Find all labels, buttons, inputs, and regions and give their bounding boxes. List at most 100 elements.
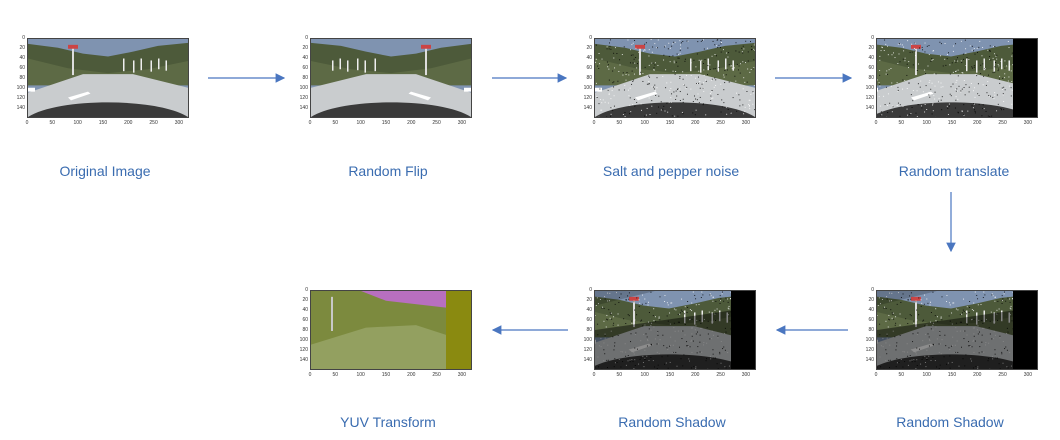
y-tick-label: 20 — [586, 297, 592, 303]
x-tick-label: 300 — [457, 120, 467, 126]
x-tick-label: 300 — [457, 372, 467, 378]
x-axis-ticks: 0 50 100 150 200 250 300 — [308, 372, 472, 378]
y-tick-label: 120 — [865, 347, 874, 353]
y-tick-label: 60 — [302, 65, 308, 71]
x-tick-label: 250 — [432, 372, 441, 378]
y-tick-label: 100 — [865, 337, 874, 343]
x-tick-label: 0 — [592, 372, 596, 378]
y-tick-label: 60 — [19, 65, 25, 71]
y-tick-label: 60 — [868, 65, 874, 71]
y-tick-label: 140 — [583, 357, 592, 363]
y-tick-label: 120 — [583, 347, 592, 353]
x-tick-label: 50 — [898, 120, 905, 126]
y-tick-label: 140 — [16, 105, 25, 111]
step-caption: Salt and pepper noise — [602, 163, 740, 179]
y-tick-label: 0 — [22, 35, 25, 41]
x-tick-label: 300 — [174, 120, 184, 126]
step-caption: Random Flip — [348, 163, 428, 179]
x-tick-label: 150 — [381, 120, 391, 126]
x-tick-label: 300 — [741, 120, 751, 126]
y-tick-label: 140 — [299, 105, 308, 111]
x-tick-label: 50 — [332, 372, 339, 378]
y-tick-label: 120 — [865, 95, 874, 101]
y-tick-label: 0 — [871, 35, 874, 41]
step-image-flip — [310, 38, 472, 118]
y-tick-label: 80 — [19, 75, 25, 81]
y-tick-label: 120 — [16, 95, 25, 101]
x-tick-label: 50 — [616, 372, 623, 378]
x-tick-label: 0 — [308, 372, 312, 378]
y-tick-label: 80 — [586, 327, 592, 333]
y-tick-label: 40 — [586, 307, 592, 313]
y-tick-label: 20 — [586, 45, 592, 51]
y-tick-label: 140 — [865, 357, 874, 363]
x-tick-label: 250 — [432, 120, 441, 126]
x-tick-label: 0 — [592, 120, 596, 126]
y-tick-label: 60 — [586, 317, 592, 323]
x-tick-label: 200 — [973, 372, 982, 378]
x-tick-label: 50 — [49, 120, 56, 126]
y-tick-label: 20 — [302, 45, 308, 51]
step-image-noise — [594, 38, 756, 118]
x-tick-label: 100 — [356, 372, 365, 378]
y-tick-label: 80 — [868, 75, 874, 81]
y-tick-label: 40 — [586, 55, 592, 61]
y-tick-label: 100 — [299, 85, 308, 91]
y-tick-label: 0 — [305, 35, 308, 41]
y-tick-label: 100 — [583, 337, 592, 343]
x-tick-label: 100 — [640, 372, 649, 378]
step-caption: Random Shadow — [618, 414, 726, 430]
x-tick-label: 50 — [332, 120, 339, 126]
x-tick-label: 150 — [947, 120, 957, 126]
x-tick-label: 200 — [407, 372, 416, 378]
y-tick-label: 20 — [868, 45, 874, 51]
step-image-original — [27, 38, 189, 118]
x-tick-label: 300 — [1023, 372, 1033, 378]
y-tick-label: 80 — [586, 75, 592, 81]
y-tick-label: 0 — [871, 287, 874, 293]
step-caption: Random translate — [898, 163, 1010, 179]
y-tick-label: 60 — [302, 317, 308, 323]
x-tick-label: 200 — [691, 120, 700, 126]
y-tick-label: 60 — [586, 65, 592, 71]
y-tick-label: 120 — [583, 95, 592, 101]
y-tick-label: 40 — [868, 307, 874, 313]
step-caption: YUV Transform — [340, 414, 436, 430]
x-tick-label: 200 — [124, 120, 133, 126]
y-tick-label: 20 — [302, 297, 308, 303]
x-tick-label: 300 — [1023, 120, 1033, 126]
y-tick-label: 40 — [302, 55, 308, 61]
step-caption: Random Shadow — [896, 414, 1004, 430]
x-tick-label: 150 — [381, 372, 391, 378]
y-tick-label: 20 — [868, 297, 874, 303]
x-tick-label: 250 — [998, 120, 1007, 126]
x-tick-label: 150 — [665, 372, 675, 378]
y-tick-label: 20 — [19, 45, 25, 51]
x-tick-label: 0 — [874, 372, 878, 378]
y-tick-label: 80 — [302, 75, 308, 81]
x-tick-label: 100 — [922, 120, 931, 126]
x-tick-label: 0 — [308, 120, 312, 126]
y-tick-label: 100 — [583, 85, 592, 91]
x-tick-label: 250 — [149, 120, 158, 126]
x-tick-label: 100 — [356, 120, 365, 126]
step-caption: Original Image — [59, 163, 151, 179]
x-tick-label: 150 — [947, 372, 957, 378]
y-tick-label: 120 — [299, 347, 308, 353]
y-tick-label: 60 — [868, 317, 874, 323]
y-tick-label: 100 — [299, 337, 308, 343]
x-tick-label: 100 — [73, 120, 82, 126]
y-tick-label: 0 — [305, 287, 308, 293]
x-tick-label: 250 — [716, 372, 725, 378]
y-tick-label: 140 — [865, 105, 874, 111]
